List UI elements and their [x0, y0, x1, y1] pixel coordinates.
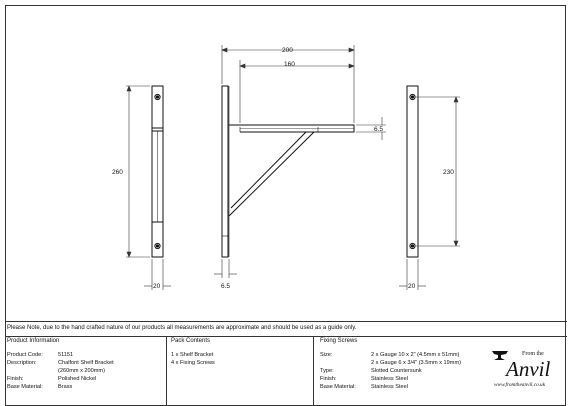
screw-label: Finish: — [320, 376, 337, 382]
screw-row: Base Material: Stainless Steel — [320, 383, 486, 391]
info-row: Base Material: Brass — [7, 383, 163, 391]
info-row: Description: Chalfont Shelf Bracket — [7, 359, 163, 367]
screw-hole-bottom — [154, 242, 161, 250]
logo-small-text: From the — [522, 351, 544, 357]
screw-value: Slotted Countersunk — [371, 368, 422, 374]
dim-label-260: 260 — [112, 169, 123, 176]
front-hole-bottom-inner — [410, 244, 415, 248]
logo-brand-text: Anvil — [504, 357, 550, 381]
profile-back-bar — [221, 85, 229, 258]
dim-label-230: 230 — [443, 169, 454, 176]
screw-label: Type: — [320, 368, 334, 374]
dim-200 — [221, 45, 355, 123]
panel-divider-2 — [313, 337, 314, 406]
info-label: Finish: — [7, 376, 24, 382]
front-hole-top-inner — [410, 95, 415, 99]
info-label: Description: — [7, 360, 37, 366]
back-plate-view — [151, 85, 164, 258]
screw-value: Stainless Steel — [371, 376, 409, 382]
screw-value: 2 x Gauge 10 x 2" (4.5mm x 51mm) — [371, 352, 460, 358]
pack-item-text: 4 x Fixing Screws — [171, 360, 215, 366]
panel-divider-1 — [166, 337, 167, 406]
screw-hole-top-inner — [155, 95, 160, 99]
dim-20-right — [399, 259, 426, 290]
dim-230 — [416, 96, 460, 247]
info-value: 51151 — [58, 352, 74, 358]
dim-20-left — [144, 259, 171, 290]
screw-row: Finish: Stainless Steel — [320, 375, 486, 383]
pack-contents-heading: Pack Contents — [171, 338, 211, 344]
info-value: Brass — [58, 384, 73, 390]
screw-hole-bottom-inner — [155, 244, 160, 248]
fixing-screws-heading: Fixing Screws — [320, 338, 358, 344]
profile-brace — [228, 131, 315, 217]
screw-row: 2 x Gauge 6 x 3/4" (3.5mm x 19mm) — [320, 359, 486, 367]
dim-label-200: 200 — [282, 47, 293, 54]
front-plate-view — [406, 85, 419, 258]
disclaimer-note: Please Note, due to the hand crafted nat… — [5, 321, 567, 337]
dim-label-20-right: 20 — [408, 283, 416, 290]
dim-label-6-5-arm: 6.5 — [374, 126, 383, 133]
dim-6-5-profile — [214, 259, 237, 278]
screw-value: Stainless Steel — [371, 384, 409, 390]
dim-label-160: 160 — [284, 61, 295, 68]
info-label: Product Code: — [7, 352, 43, 358]
screw-label: Base Material: — [320, 384, 356, 390]
dim-260 — [126, 85, 150, 258]
info-row: (260mm x 200mm) — [7, 367, 163, 375]
side-profile-view — [221, 85, 355, 258]
dim-label-20-left: 20 — [153, 283, 161, 290]
info-value: (260mm x 200mm) — [58, 368, 105, 374]
screw-row: Type: Slotted Countersunk — [320, 367, 486, 375]
product-information-panel: Product Information Product Code: 51151 D… — [7, 337, 163, 391]
back-plate-outline — [151, 85, 164, 258]
pack-item: 4 x Fixing Screws — [171, 359, 309, 367]
info-value: Chalfont Shelf Bracket — [58, 360, 114, 366]
product-information-heading: Product Information — [7, 338, 60, 344]
dim-6-5-arm — [356, 117, 386, 140]
screw-value: 2 x Gauge 6 x 3/4" (3.5mm x 19mm) — [371, 360, 461, 366]
screw-label: Size: — [320, 352, 333, 358]
fixing-screws-panel: Fixing Screws Size: 2 x Gauge 10 x 2" (4.… — [320, 337, 486, 391]
info-row: Finish: Polished Nickel — [7, 375, 163, 383]
front-plate-outline — [406, 85, 419, 258]
pack-contents-panel: Pack Contents 1 x Shelf Bracket 4 x Fixi… — [171, 337, 309, 367]
screw-row: Size: 2 x Gauge 10 x 2" (4.5mm x 51mm) — [320, 351, 486, 359]
pack-item-text: 1 x Shelf Bracket — [171, 352, 214, 358]
dim-160 — [239, 60, 355, 123]
info-value: Polished Nickel — [58, 376, 97, 382]
front-hole-top — [409, 93, 416, 101]
logo-url-text: www.fromtheanvil.co.uk — [494, 381, 546, 388]
front-hole-bottom — [409, 242, 416, 250]
info-row: Product Code: 51151 — [7, 351, 163, 359]
dim-label-6-5-profile: 6.5 — [221, 283, 230, 290]
info-label: Base Material: — [7, 384, 43, 390]
screw-hole-top — [154, 93, 161, 101]
pack-item: 1 x Shelf Bracket — [171, 351, 309, 359]
anvil-icon — [492, 351, 508, 360]
from-the-anvil-logo: From the Anvil www.fromtheanvil.co.uk — [492, 351, 550, 388]
